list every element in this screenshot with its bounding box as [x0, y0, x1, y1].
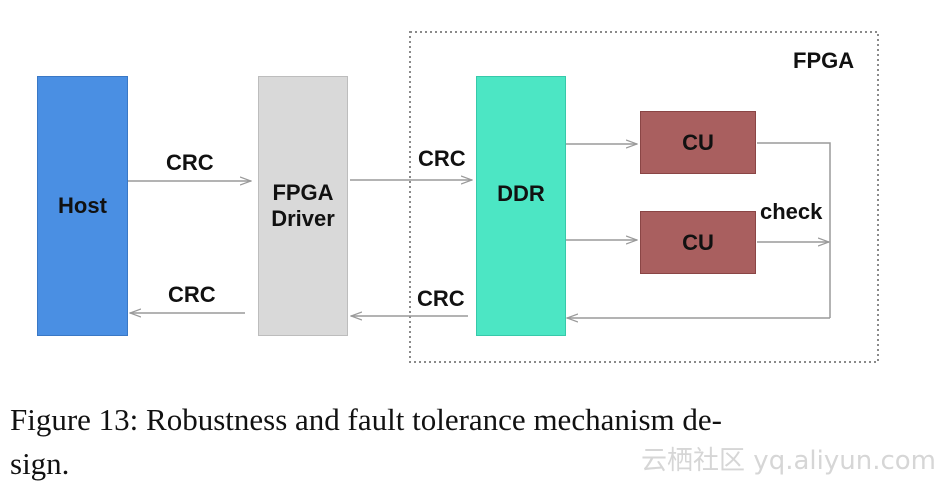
crc-driver-to-ddr-label: CRC	[418, 146, 466, 171]
crc-driver-to-host-label: CRC	[168, 282, 216, 307]
cu-top-label: CU	[682, 129, 714, 155]
host-label: Host	[58, 193, 107, 218]
ddr-node: DDR	[476, 76, 566, 336]
cu-bottom-node: CU	[640, 211, 756, 274]
fpga-region	[409, 31, 879, 363]
crc-ddr-to-driver-label: CRC	[417, 286, 465, 311]
line-cu-top-to-check	[757, 142, 831, 318]
crc-host-to-driver-label: CRC	[166, 150, 214, 175]
cu-bottom-label: CU	[682, 229, 714, 255]
watermark: 云栖社区 yq.aliyun.com	[641, 446, 936, 476]
figure-caption: Figure 13: Robustness and fault toleranc…	[10, 398, 930, 486]
ddr-label: DDR	[497, 181, 545, 206]
check-label: check	[760, 199, 823, 224]
fpga-driver-label: FPGA Driver	[271, 180, 335, 231]
fpga-region-label: FPGA	[793, 48, 855, 73]
caption-line-2: sign.	[10, 446, 70, 481]
cu-top-node: CU	[640, 111, 756, 174]
caption-line-1: Figure 13: Robustness and fault toleranc…	[10, 402, 722, 437]
host-node: Host	[37, 76, 128, 336]
fpga-driver-node: FPGA Driver	[258, 76, 348, 336]
